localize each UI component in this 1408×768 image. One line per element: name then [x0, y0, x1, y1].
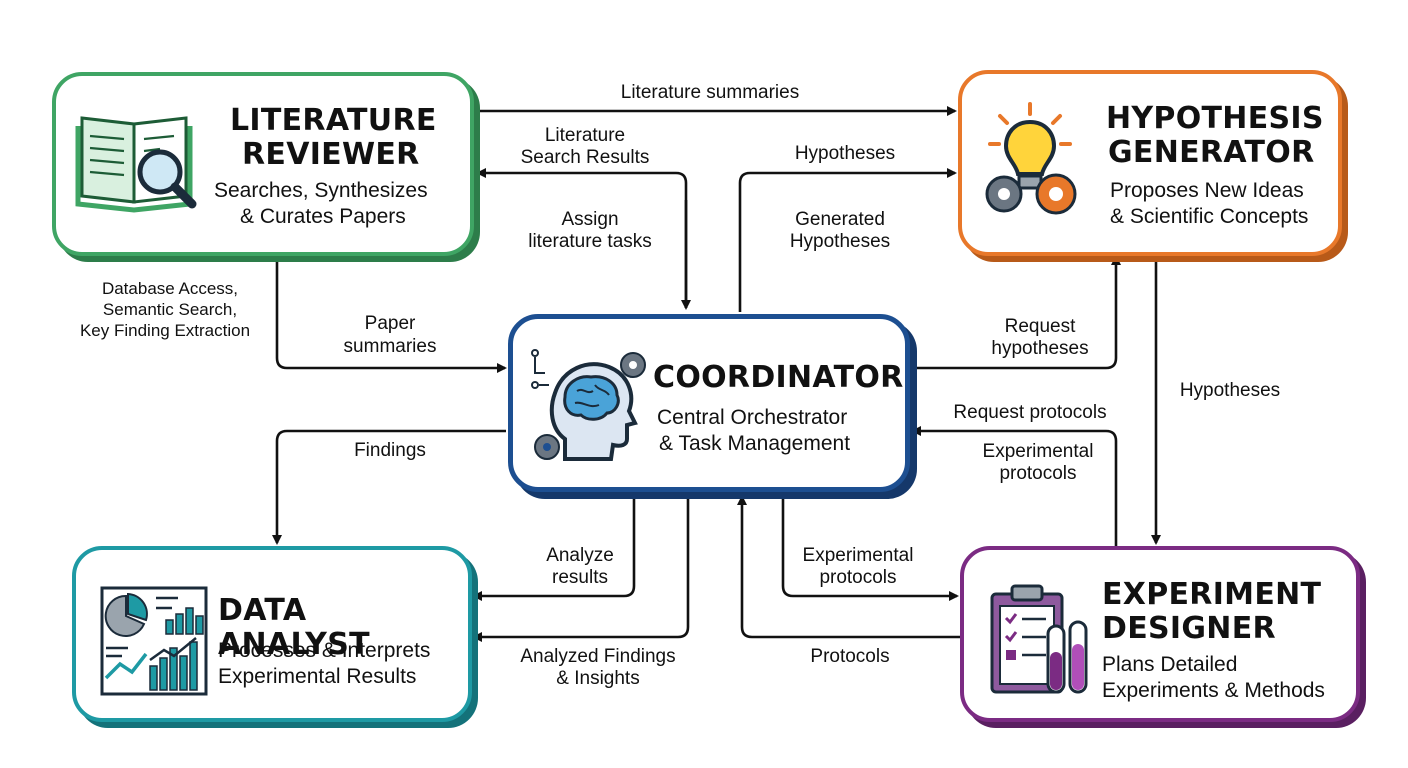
arrow-experimental-protocols-bottom [781, 492, 959, 601]
label-request-hypotheses-line-1: Request [1004, 316, 1076, 337]
label-generated-hypotheses-line-1: Generated [795, 209, 885, 230]
coordinator-title: COORDINATOR [653, 360, 904, 395]
book-magnifier-icon [75, 116, 197, 213]
hypothesis-generator-subtitle-line-1: Proposes New Ideas [1110, 179, 1304, 202]
label-literature-search-results-line-1: Literature [544, 125, 626, 146]
label-experimental-protocols-right-line-1: Experimental [982, 441, 1094, 462]
hypothesis-generator-subtitle-line-2: & Scientific Concepts [1110, 205, 1309, 228]
literature-reviewer-title-line-2: REVIEWER [242, 137, 420, 172]
label-experimental-protocols-bottom-line-1: Experimental [802, 545, 914, 566]
experiment-designer-node: EXPERIMENT DESIGNER Plans Detailed Exper… [960, 546, 1360, 722]
arrow-analyzed-findings [472, 492, 690, 642]
label-hypotheses-right: Hypotheses [1179, 380, 1281, 401]
data-analyst-node: DATA ANALYST Processes & Interprets Expe… [72, 546, 472, 722]
arrow-analyze-results [472, 492, 636, 601]
label-protocols: Protocols [810, 646, 890, 667]
label-analyze-results-line-1: Analyze [546, 545, 614, 566]
arrow-request-protocols [911, 426, 1118, 546]
arrow-database-access [272, 248, 507, 373]
coordinator-subtitle-line-1: Central Orchestrator [657, 406, 848, 429]
label-paper-summaries-line-1: Paper [364, 313, 416, 334]
experiment-designer-title-line-1: EXPERIMENT [1102, 577, 1322, 612]
label-generated-hypotheses-line-2: Hypotheses [789, 231, 891, 252]
arrow-hypotheses-top [738, 168, 957, 312]
hypothesis-generator-title-line-2: GENERATOR [1108, 135, 1315, 170]
data-analyst-subtitle-line-1: Processes & Interprets [218, 639, 431, 662]
arrow-request-hypotheses [912, 255, 1121, 370]
label-request-protocols: Request protocols [953, 402, 1107, 423]
label-hypotheses-top: Hypotheses [794, 143, 896, 164]
coordinator-subtitle-line-2: & Task Management [659, 432, 851, 455]
label-analyzed-findings-line-2: & Insights [556, 668, 640, 689]
coordinator-node: COORDINATOR Central Orchestrator & Task … [508, 314, 910, 492]
arrow-literature-search-results [476, 168, 688, 308]
literature-reviewer-subtitle-line-1: Searches, Synthesizes [214, 179, 428, 202]
label-analyze-results-line-2: results [552, 567, 608, 588]
lightbulb-gears-icon [985, 102, 1077, 215]
label-experimental-protocols-right-line-2: protocols [999, 463, 1077, 484]
label-literature-summaries: Literature summaries [620, 82, 800, 103]
label-experimental-protocols-bottom-line-2: protocols [819, 567, 897, 588]
label-database-access-line-2: Semantic Search, [102, 300, 238, 319]
label-database-access-line-3: Key Finding Extraction [79, 321, 251, 340]
literature-reviewer-subtitle-line-2: & Curates Papers [240, 205, 406, 228]
experiment-designer-title-line-2: DESIGNER [1102, 611, 1276, 646]
arrow-protocols [737, 495, 960, 639]
label-literature-search-results-line-2: Search Results [520, 147, 650, 168]
label-assign-literature-tasks-line-1: Assign [561, 209, 619, 230]
arrow-findings [272, 429, 506, 545]
label-assign-literature-tasks-line-2: literature tasks [528, 231, 652, 252]
label-paper-summaries-line-2: summaries [343, 336, 437, 357]
literature-reviewer-node: LITERATURE REVIEWER Searches, Synthesize… [52, 72, 474, 256]
clipboard-testtubes-icon [990, 584, 1088, 694]
experiment-designer-subtitle-line-2: Experiments & Methods [1102, 679, 1325, 702]
experiment-designer-subtitle-line-1: Plans Detailed [1102, 653, 1238, 676]
data-analyst-subtitle-line-2: Experimental Results [218, 665, 417, 688]
literature-reviewer-title-line-1: LITERATURE [230, 103, 437, 138]
label-database-access-line-1: Database Access, [101, 279, 239, 298]
label-findings: Findings [354, 440, 426, 461]
brain-head-icon [531, 349, 646, 461]
hypothesis-generator-title-line-1: HYPOTHESIS [1106, 101, 1324, 136]
charts-icon [100, 586, 208, 696]
label-analyzed-findings-line-1: Analyzed Findings [520, 646, 676, 667]
data-analyst-title: DATA ANALYST [218, 593, 370, 662]
hypothesis-generator-node: HYPOTHESIS GENERATOR Proposes New Ideas … [958, 70, 1342, 256]
label-request-hypotheses-line-2: hypotheses [991, 338, 1089, 359]
